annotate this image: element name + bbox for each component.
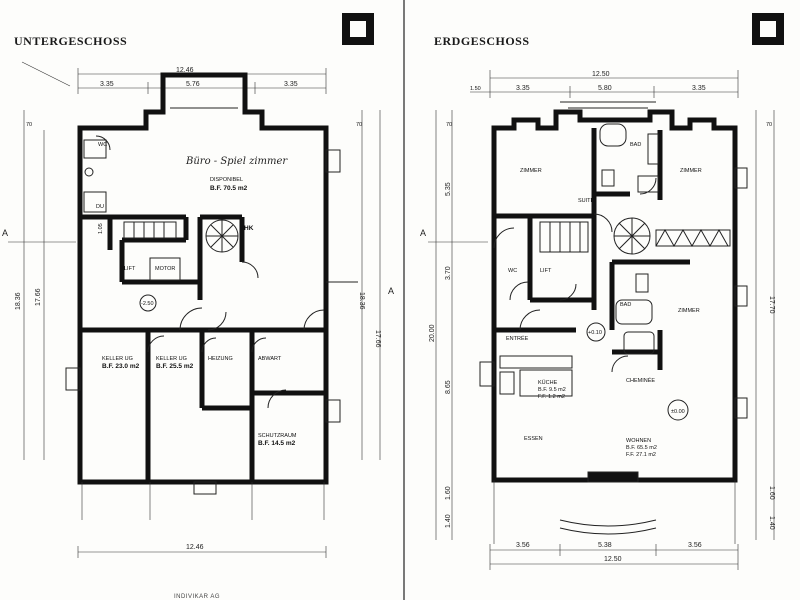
dim-top-total: 12.46 (176, 67, 194, 74)
dim-left-2000: 20.00 (429, 324, 436, 342)
dim-right-1766: 17.66 (374, 330, 381, 348)
north-arrow (21, 61, 71, 87)
level-value-right: +0.10 (588, 330, 602, 336)
room-bad-b: BAD (620, 302, 631, 308)
room-keller-b-area: B.F. 25.5 m2 (156, 363, 194, 370)
dim-bottom-a: 3.56 (516, 542, 530, 549)
dim-left-535: 5.35 (445, 182, 452, 196)
room-motor: MOTOR (155, 266, 175, 272)
dim-bottom-b: 5.38 (598, 542, 612, 549)
room-wohnen-bf: B.F. 65.5 m2 (626, 445, 657, 451)
dim-105: 1.05 (98, 223, 104, 234)
dim-top-left: 3.35 (100, 81, 114, 88)
terrace-truss (655, 228, 731, 248)
dim-bottom-total-right: 12.50 (604, 556, 622, 563)
level-circle-value: ±0.00 (671, 409, 685, 415)
dim-left-865: 8.65 (445, 380, 452, 394)
room-zimmer-b: ZIMMER (680, 168, 702, 174)
room-heizung: HEIZUNG (208, 356, 233, 362)
room-bad-a: BAD (630, 142, 641, 148)
level-marker-right (586, 322, 606, 342)
level-marker (139, 294, 157, 312)
dim-top-c: 5.80 (598, 85, 612, 92)
dim-top-d: 3.35 (692, 85, 706, 92)
plan-title-right: ERDGESCHOSS (434, 34, 530, 48)
room-kueche-bf: B.F. 9.5 m2 (538, 387, 566, 393)
dim-right-plan-right-70: 70 (766, 122, 772, 128)
room-disponibel-area: B.F. 70.5 m2 (210, 185, 248, 192)
dim-top-mid: 5.76 (186, 81, 200, 88)
handwritten-room-note: Büro - Spiel zimmer (185, 156, 288, 167)
room-zimmer-a: ZIMMER (520, 168, 542, 174)
section-mark-a-right: A (388, 286, 394, 296)
dim-top-a: 1.50 (470, 86, 481, 92)
room-keller-a: KELLER UG (102, 356, 133, 362)
room-wohnen: WOHNEN (626, 438, 651, 444)
dim-right-1836: 18.36 (358, 292, 365, 310)
room-disponibel: DISPONIBEL (210, 177, 243, 183)
outer-walls-right (491, 109, 738, 483)
room-wohnen-ff: F.F. 27.1 m2 (626, 452, 656, 458)
dim-top-b: 3.35 (516, 85, 530, 92)
footer-company: INDIVIKAR AG (174, 594, 220, 600)
level-value: -2.50 (141, 301, 154, 307)
room-hk: HK (244, 225, 254, 232)
dim-left-1836: 18.36 (15, 292, 22, 310)
plan-erdgeschoss: ERDGESCHOSS 12.50 1.50 3.35 5.80 3.35 70… (420, 34, 775, 570)
plan-untergeschoss: UNTERGESCHOSS 12.46 3.35 5.76 3.35 70 18… (2, 34, 394, 558)
room-cheminee: CHEMINÉE (626, 377, 655, 384)
room-kueche-ff: F.F. 1.2 m2 (538, 394, 565, 400)
room-essen: ESSEN (524, 436, 543, 442)
room-zimmer-c: ZIMMER (678, 308, 700, 314)
dim-bottom-total: 12.46 (186, 544, 204, 551)
room-kueche: KÜCHE (538, 379, 558, 386)
dim-left-140: 1.40 (445, 514, 452, 528)
dim-right-plan-left-70: 70 (446, 122, 452, 128)
dim-left-370: 3.70 (445, 266, 452, 280)
room-entree: ENTRÉE (506, 335, 529, 342)
dim-right-160: 1.60 (768, 486, 775, 500)
stairs-right (539, 217, 651, 255)
room-du: DU (96, 204, 104, 210)
dim-right-140: 1.40 (768, 516, 775, 530)
dim-bottom-c: 3.56 (688, 542, 702, 549)
room-wc-right: WC (508, 268, 517, 274)
dim-top-right: 3.35 (284, 81, 298, 88)
dim-right-70: 70 (356, 122, 362, 128)
logo-square-right (752, 13, 784, 45)
room-suite: SUITE (578, 198, 595, 204)
room-lift: LIFT (124, 266, 136, 272)
logo-square-left (342, 13, 374, 45)
room-keller-b: KELLER UG (156, 356, 187, 362)
room-lift-right: LIFT (540, 268, 552, 274)
dim-left-160: 1.60 (445, 486, 452, 500)
dim-right-1770: 17.70 (768, 296, 775, 314)
room-keller-a-area: B.F. 23.0 m2 (102, 363, 140, 370)
room-schutzraum: SCHUTZRAUM (258, 433, 297, 439)
dim-left-1766: 17.66 (35, 288, 42, 306)
section-mark-a-left: A (2, 228, 8, 238)
level-circle (667, 399, 689, 421)
plan-title: UNTERGESCHOSS (14, 34, 127, 48)
dim-left-70: 70 (26, 122, 32, 128)
room-schutzraum-area: B.F. 14.5 m2 (258, 440, 296, 447)
dim-top-total-right: 12.50 (592, 71, 610, 78)
stairs-left (123, 219, 239, 253)
section-mark-a-right-plan: A (420, 228, 426, 238)
room-wc: WC (98, 142, 107, 148)
outer-walls (77, 72, 329, 485)
room-abwart: ABWART (258, 356, 282, 362)
